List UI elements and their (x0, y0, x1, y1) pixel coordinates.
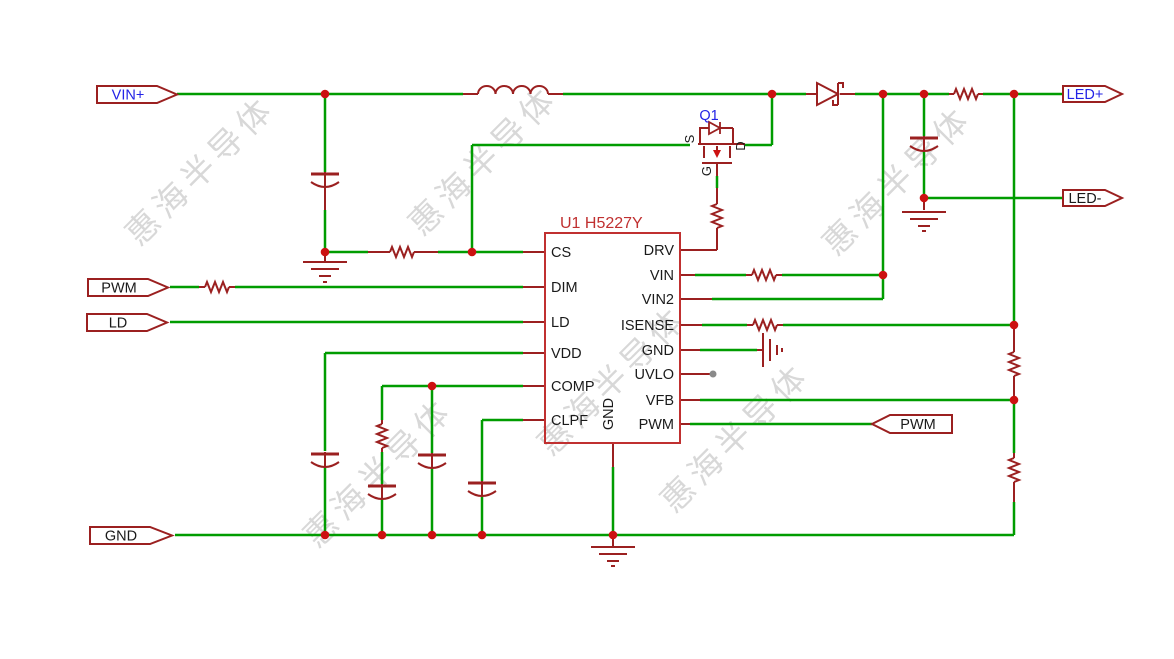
watermark-text: 惠海半导体 (118, 88, 282, 252)
ic-pin-dim: DIM (551, 280, 578, 296)
ic-pin-vin: VIN (650, 268, 674, 284)
port-ld[interactable]: LD (86, 313, 170, 332)
port-vin-plus[interactable]: VIN+ (96, 85, 180, 104)
port-led-minus-label: LED- (1068, 191, 1101, 207)
port-led-minus[interactable]: LED- (1062, 189, 1125, 207)
watermark-layer: 惠海半导体 惠海半导体 惠海半导体 惠海半导体 惠海半导体 惠海半导体 (118, 78, 979, 554)
port-pwm-right-label: PWM (900, 417, 935, 433)
ic-pin-vfb: VFB (646, 393, 674, 409)
lead (324, 136, 925, 499)
resistor[interactable] (204, 86, 1022, 483)
ic-pin-uvlo: UVLO (635, 367, 675, 383)
port-ld-label: LD (109, 316, 128, 332)
ic-pin-comp: COMP (551, 379, 595, 395)
ic-pin-cs: CS (551, 245, 571, 261)
pin-stub (523, 251, 545, 421)
ic-pin-clpf: CLPF (551, 413, 588, 429)
mosfet-source-label: S (682, 134, 697, 143)
mosfet-q1[interactable]: Q1 S D G (682, 108, 748, 176)
ic-pin-vdd: VDD (551, 346, 582, 362)
components: Q1 S D G (204, 81, 1022, 567)
ic-pin-ld: LD (551, 315, 570, 331)
port-led-plus[interactable]: LED+ (1062, 85, 1125, 103)
ic-pin-gnd-bottom: GND (601, 398, 617, 430)
ports: VIN+ PWM LD GND LED+ LED- PWM (86, 85, 1125, 545)
wires (170, 92, 1063, 537)
watermark-text: 惠海半导体 (401, 78, 565, 242)
ic-title: U1 H5227Y (560, 215, 643, 232)
no-connect-dot (709, 370, 717, 378)
pin-stubs (199, 93, 1015, 547)
ground-symbol[interactable] (303, 211, 946, 567)
pin-stub (680, 249, 717, 425)
ic-pin-gnd: GND (642, 343, 674, 359)
lead (199, 251, 783, 326)
port-vin-plus-label: VIN+ (112, 88, 145, 104)
port-pwm-right[interactable]: PWM (869, 414, 953, 434)
ic-pin-isense: ISENSE (621, 318, 675, 334)
mosfet-gate-label: G (699, 166, 714, 176)
port-led-plus-label: LED+ (1067, 87, 1104, 103)
port-pwm-left-label: PWM (101, 281, 136, 297)
ic-u1[interactable]: U1 H5227Y CS DIM LD VDD COMP CLPF DRV VI… (544, 215, 681, 444)
mosfet-drain-label: D (733, 141, 748, 150)
inductor[interactable] (477, 85, 549, 95)
junctions (320, 89, 1019, 540)
mosfet-designator: Q1 (699, 108, 718, 124)
ic-pin-drv: DRV (644, 243, 675, 259)
port-pwm-left[interactable]: PWM (87, 278, 171, 297)
ic-pin-pwm: PWM (639, 417, 674, 433)
ic-pin-vin2: VIN2 (642, 292, 674, 308)
watermark-text: 惠海半导体 (296, 390, 460, 554)
schottky-diode[interactable] (816, 81, 844, 107)
port-gnd[interactable]: GND (89, 526, 175, 545)
port-gnd-label: GND (105, 529, 137, 545)
watermark-text: 惠海半导体 (815, 98, 979, 262)
capacitor[interactable] (310, 136, 939, 500)
watermark-text: 惠海半导体 (653, 355, 817, 519)
